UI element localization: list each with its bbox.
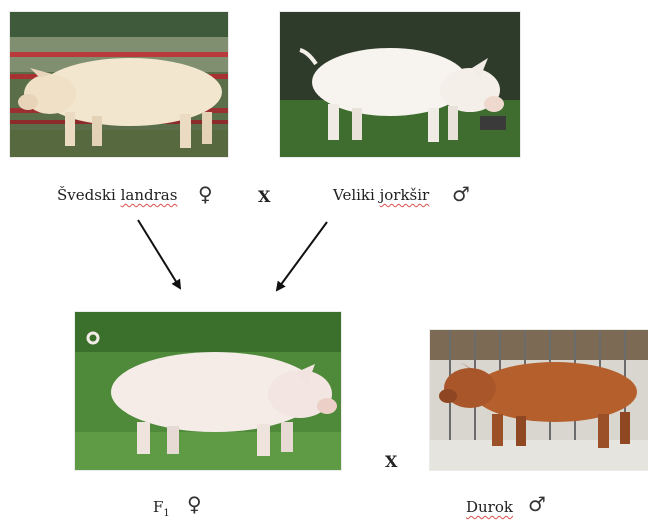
arrow-right — [277, 222, 327, 290]
arrow-left — [138, 220, 180, 288]
photo-f1-sow — [75, 312, 341, 470]
label-durok: Durok — [466, 498, 513, 516]
label-f1: F1 — [153, 498, 170, 519]
durok-text: Durok — [466, 498, 513, 516]
durok-male-symbol-icon: ♂ — [528, 492, 546, 516]
f1-female-symbol-icon: ♀ — [187, 492, 202, 516]
photo-duroc — [430, 330, 648, 470]
f1-letter: F — [153, 498, 163, 516]
cross-symbol-offspring: X — [385, 452, 397, 471]
f1-subscript: 1 — [163, 508, 169, 519]
